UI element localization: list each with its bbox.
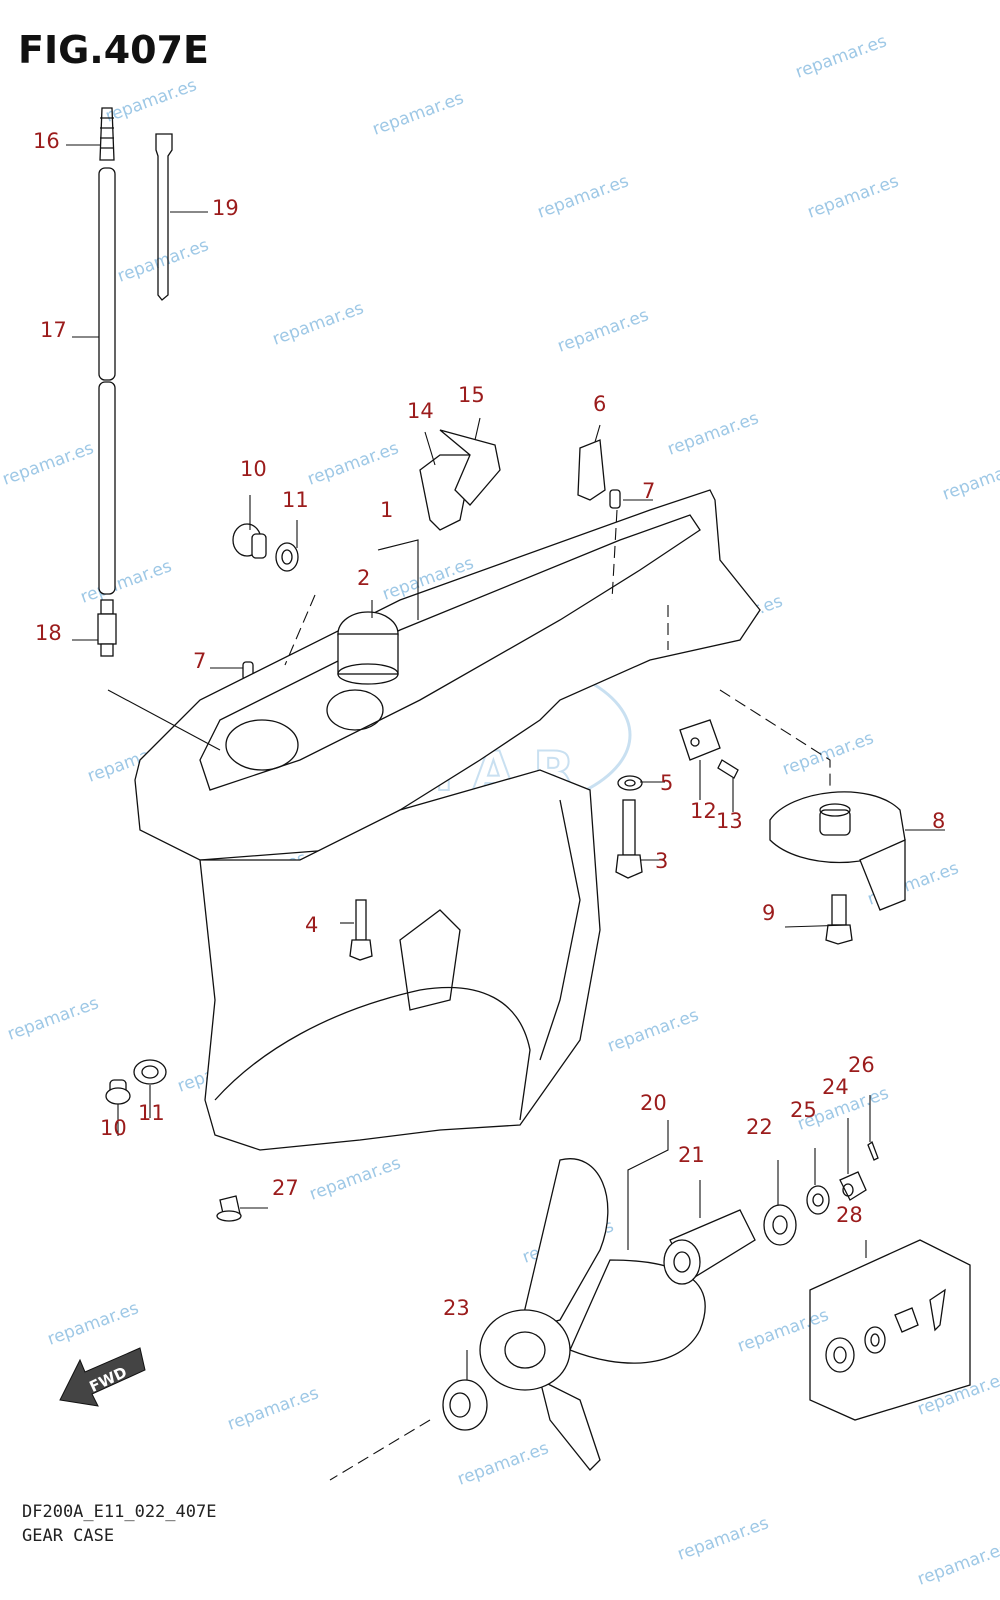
watermark-text: repamar.es <box>270 298 367 349</box>
callout-18: 18 <box>35 621 62 645</box>
figure-title: FIG.407E <box>18 28 210 72</box>
callout-11: 11 <box>282 488 309 512</box>
watermark-text: repamar.es <box>915 1368 1000 1419</box>
callout-24: 24 <box>822 1075 849 1099</box>
watermark-text: repamar.es <box>103 75 200 126</box>
callout-23: 23 <box>443 1296 470 1320</box>
callout-4: 4 <box>305 913 318 937</box>
watermark-text: repamar.es <box>305 438 402 489</box>
watermark-text: repamar.es <box>665 408 762 459</box>
watermark-text: repamar.es <box>793 31 890 82</box>
watermark-text: repamar.es <box>605 1005 702 1056</box>
watermark-text: repamar.es <box>115 235 212 286</box>
watermark-text: repamar.es <box>0 438 96 489</box>
callout-14: 14 <box>407 399 434 423</box>
fwd-arrow: FWD <box>59 1347 146 1407</box>
spline-bushing-21 <box>663 1209 756 1285</box>
callout-2: 2 <box>357 566 370 590</box>
optional-hardware-28 <box>809 1239 971 1421</box>
callout-16: 16 <box>33 129 60 153</box>
callout-3: 3 <box>655 849 668 873</box>
callout-12: 12 <box>690 799 717 823</box>
callout-7: 7 <box>642 479 655 503</box>
trim-tab-anode <box>769 791 906 911</box>
watermark-text: repamar.es <box>735 1305 832 1356</box>
callout-9: 9 <box>762 901 775 925</box>
callout-27: 27 <box>272 1176 299 1200</box>
leader-lines <box>66 144 945 1481</box>
callout-21: 21 <box>678 1143 705 1167</box>
callout-19: 19 <box>212 196 239 220</box>
watermark-text: repamar.es <box>225 1383 322 1434</box>
callout-1: 1 <box>380 498 393 522</box>
tie-strap <box>155 133 173 301</box>
propeller <box>479 1158 706 1471</box>
callout-11: 11 <box>138 1101 165 1125</box>
anode-block <box>679 719 739 779</box>
shim-clip <box>419 429 501 531</box>
trim-cover <box>242 439 621 681</box>
callout-8: 8 <box>932 809 945 833</box>
callout-22: 22 <box>746 1115 773 1139</box>
watermark-text: repamar.es <box>535 171 632 222</box>
bolt-4 <box>349 899 373 961</box>
watermark-text: repamar.es <box>78 556 175 607</box>
drain-plug-27 <box>216 1195 242 1222</box>
bolt-with-washer <box>615 775 643 879</box>
bolt-9 <box>825 894 853 945</box>
callout-20: 20 <box>640 1091 667 1115</box>
callout-7: 7 <box>193 649 206 673</box>
watermark-text: repamar.es <box>940 453 1000 504</box>
callout-26: 26 <box>848 1053 875 1077</box>
nut-washer-pin-set <box>763 1140 879 1246</box>
callout-10: 10 <box>100 1116 127 1140</box>
plug-and-gasket-lower <box>105 1059 167 1105</box>
watermark-text: repamar.es <box>915 1538 1000 1589</box>
watermark-text: repamar.es <box>455 1438 552 1489</box>
watermark-text: repamar.es <box>780 728 877 779</box>
callout-15: 15 <box>458 383 485 407</box>
callout-5: 5 <box>660 771 673 795</box>
callout-6: 6 <box>593 392 606 416</box>
figure-name: GEAR CASE <box>22 1526 115 1546</box>
plug-and-gasket-top <box>232 523 299 572</box>
watermark-text: repamar.es <box>5 993 102 1044</box>
watermark-text: repamar.es <box>555 305 652 356</box>
figure-code: DF200A_E11_022_407E <box>22 1502 217 1522</box>
callout-10: 10 <box>240 457 267 481</box>
callout-25: 25 <box>790 1098 817 1122</box>
watermark-text: repamar.es <box>805 171 902 222</box>
watermark-text: repamar.es <box>370 88 467 139</box>
callout-13: 13 <box>716 809 743 833</box>
gear-case-housing <box>134 489 761 1151</box>
thrust-washer-22 <box>442 1379 488 1431</box>
watermark-text: repamar.es <box>675 1513 772 1564</box>
watermark-text: repamar.es <box>307 1153 404 1204</box>
driveshaft-assembly <box>97 107 117 657</box>
callout-28: 28 <box>836 1203 863 1227</box>
watermark-text: repamar.es <box>45 1298 142 1349</box>
callout-17: 17 <box>40 318 67 342</box>
